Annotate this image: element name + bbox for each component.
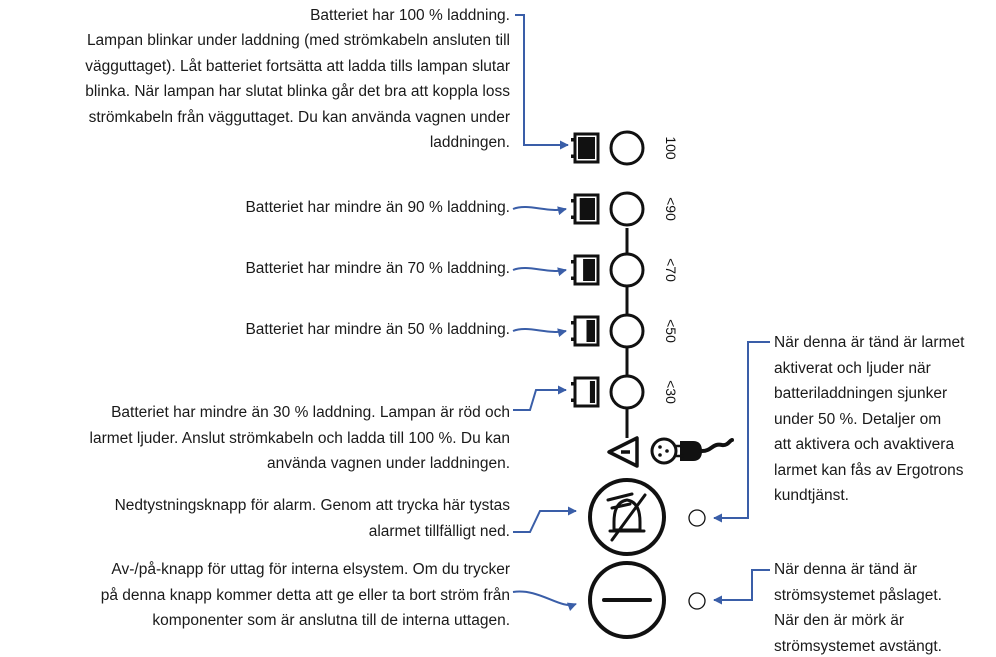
level-row: 100	[571, 130, 679, 166]
led-circle-icon	[609, 374, 645, 410]
power-button[interactable]	[588, 561, 666, 639]
level-row: <90	[571, 191, 679, 227]
alarm-led-indicator	[688, 509, 706, 527]
callout-lt90: Batteriet har mindre än 90 % laddning.	[245, 199, 510, 216]
callout-power-led: När denna är tänd är strömsystemet påsla…	[774, 561, 942, 655]
arrow-lt90	[512, 206, 567, 216]
level-label: <70	[663, 258, 679, 282]
callout-lt70: Batteriet har mindre än 70 % laddning.	[245, 260, 510, 277]
level-row: <70	[571, 252, 679, 288]
arrow-power	[512, 590, 577, 612]
led-circle-icon	[609, 130, 645, 166]
level-label: <50	[663, 319, 679, 343]
callout-power-button: Av-/på-knapp för uttag för interna elsys…	[100, 561, 510, 629]
level-label: 100	[663, 136, 679, 160]
level-rows: 100 <90 <70 <50 <30	[571, 130, 679, 410]
alarm-mute-button[interactable]	[588, 478, 666, 556]
battery-icon	[571, 315, 600, 347]
alarm-mute-icon	[606, 492, 647, 542]
led-circle-icon	[609, 191, 645, 227]
warning-triangle-icon	[607, 436, 639, 468]
callout-alarm-led: När denna är tänd är larmet aktiverat oc…	[774, 334, 965, 504]
battery-icon	[571, 132, 600, 164]
battery-icon	[571, 376, 600, 408]
level-row: <30	[571, 374, 679, 410]
callout-lt30: Batteriet har mindre än 30 % laddning. L…	[89, 404, 510, 472]
callout-lt50: Batteriet har mindre än 50 % laddning.	[245, 321, 510, 338]
led-circle-icon	[609, 313, 645, 349]
arrow-lt50	[512, 328, 567, 338]
level-label: <30	[663, 380, 679, 404]
battery-icon	[571, 193, 600, 225]
arrow-alarm-led	[713, 341, 770, 523]
arrow-power-led	[713, 569, 770, 605]
arrow-mute	[513, 506, 577, 533]
level-label: <90	[663, 197, 679, 221]
level-row: <50	[571, 313, 679, 349]
power-plug-icon	[650, 437, 734, 465]
power-led-indicator	[688, 592, 706, 610]
callout-full-body: Lampan blinkar under laddning (med ström…	[85, 32, 510, 151]
arrow-full	[515, 14, 569, 150]
battery-icon	[571, 254, 600, 286]
callout-mute-button: Nedtystningsknapp för alarm. Genom att t…	[114, 497, 510, 540]
callout-full-title: Batteriet har 100 % laddning.	[310, 7, 510, 24]
arrow-lt30	[513, 385, 567, 411]
led-circle-icon	[609, 252, 645, 288]
arrow-lt70	[512, 267, 567, 277]
